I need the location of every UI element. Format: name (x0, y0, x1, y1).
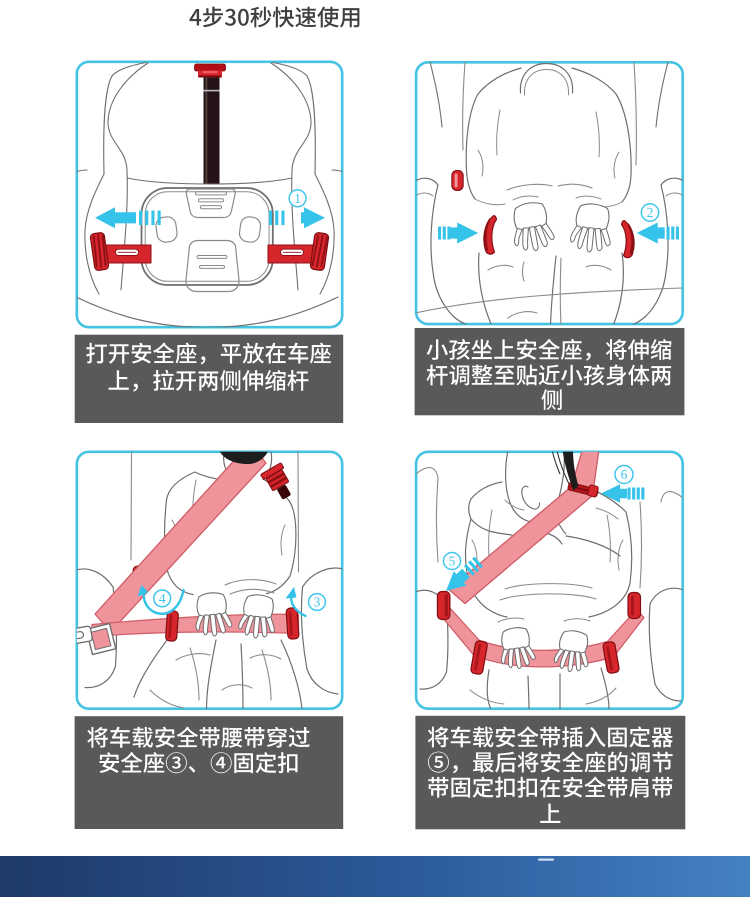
svg-text:6: 6 (621, 467, 628, 482)
svg-text:4: 4 (159, 591, 166, 606)
svg-text:5: 5 (449, 554, 456, 569)
svg-text:1: 1 (294, 191, 301, 206)
svg-text:2: 2 (647, 205, 654, 220)
svg-text:3: 3 (314, 595, 321, 610)
